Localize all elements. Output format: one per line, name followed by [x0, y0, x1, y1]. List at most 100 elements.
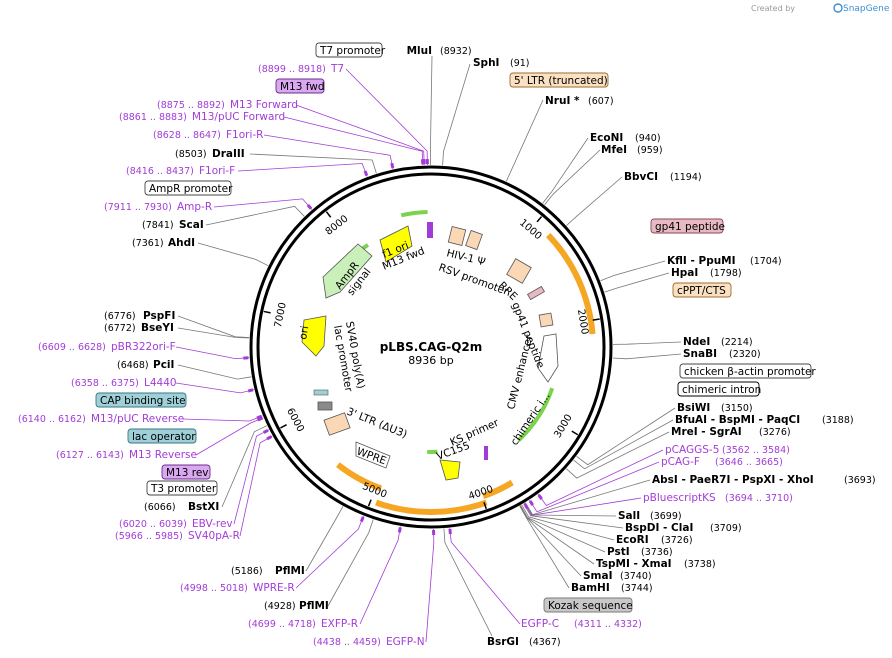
primer-coord: (4311 .. 4332): [574, 619, 642, 630]
enzyme-coord: (8503): [175, 149, 207, 160]
primer-f1ori-r[interactable]: (8628 .. 8647)F1ori-R: [153, 129, 263, 141]
box-kozak-sequence[interactable]: Kozak sequence: [543, 597, 633, 613]
tick-label: 7000: [273, 302, 289, 329]
primer-m13-puc-reverse[interactable]: (6140 .. 6162)M13/pUC Reverse: [18, 413, 184, 425]
primer-coord: (4998 .. 5018): [180, 583, 248, 594]
box-label: T3 promoter: [150, 483, 217, 495]
primer-name: pCAG-F: [661, 456, 700, 468]
map-name: pLBS.CAG-Q2m: [380, 340, 483, 354]
enzyme-bstxi[interactable]: (6066)BstXI: [144, 501, 219, 513]
enzyme-coord: (3699): [650, 511, 682, 522]
primer-coord: (5966 .. 5985): [115, 531, 183, 542]
green-arc-3: [516, 387, 555, 443]
leader-line: [249, 153, 377, 174]
tick-mark: [483, 501, 487, 510]
enzyme-kfli[interactable]: KflI - PpuMI(1704): [667, 255, 782, 267]
enzyme-pcii[interactable]: (6468)PciI: [117, 359, 174, 371]
enzyme-bsrgi[interactable]: BsrGI(4367): [487, 636, 561, 648]
leader-line: [239, 435, 273, 537]
enzyme-bamhi[interactable]: BamHI(3744): [571, 582, 653, 594]
enzyme-bsiwi[interactable]: BsiWI(3150): [677, 402, 753, 414]
box-ampr-promoter[interactable]: AmpR promoter: [144, 180, 233, 196]
enzyme-nrui[interactable]: NruI *(607): [545, 95, 614, 107]
box-frame: [161, 464, 211, 480]
enzyme-bbvci[interactable]: BbvCI(1194): [624, 171, 702, 183]
enzyme-econi[interactable]: EcoNI(940): [590, 132, 661, 144]
tick-label: 2000: [575, 308, 590, 335]
primer-f1ori-f[interactable]: (8416 .. 8437)F1ori-F: [126, 165, 235, 177]
enzyme-hpai[interactable]: HpaI(1798): [671, 267, 742, 279]
box-5-ltr[interactable]: 5' LTR (truncated): [509, 72, 609, 88]
box-label: cPPT/CTS: [677, 285, 726, 297]
enzyme-coord: (91): [510, 58, 530, 69]
primer-egfp-n[interactable]: (4438 .. 4459)EGFP-N: [313, 636, 425, 648]
enzyme-bfuai[interactable]: BfuAI - BspMI - PaqCI(3188): [675, 414, 854, 426]
enzyme-snabi[interactable]: SnaBI(2320): [683, 348, 761, 360]
enzyme-name: PflMI: [275, 565, 305, 577]
primer-pbluescriptks[interactable]: pBluescriptKS(3694 .. 3710): [643, 492, 793, 504]
primer-sv40pa-r[interactable]: (5966 .. 5985) SV40pA-R: [115, 530, 240, 542]
enzyme-coord: (3726): [661, 535, 693, 546]
primer-amp-r[interactable]: (7911 .. 7930)Amp-R: [104, 201, 212, 213]
enzyme-tspmi[interactable]: TspMI - XmaI(3738): [596, 558, 716, 570]
leader-line: [327, 519, 374, 607]
primer-name: Amp-R: [177, 201, 212, 213]
box-t7-promoter[interactable]: T7 promoter: [315, 42, 386, 58]
enzyme-sali[interactable]: SalI(3699): [618, 510, 682, 522]
leader-line: [177, 327, 250, 339]
box-t3-promoter[interactable]: T3 promoter: [146, 480, 218, 496]
primer-pcag-f[interactable]: pCAG-F (3646 .. 3665): [661, 456, 783, 468]
primer-coord: (8628 .. 8647): [153, 130, 221, 141]
primer-pcaggs-5[interactable]: pCAGGS-5(3562 .. 3584): [665, 444, 790, 456]
primer-site-mark: [537, 494, 543, 500]
enzyme-mfei[interactable]: MfeI(959): [601, 144, 663, 156]
primer-exfp-r[interactable]: (4699 .. 4718)EXFP-R: [248, 618, 358, 630]
enzyme-coord: (959): [637, 145, 663, 156]
enzyme-smai[interactable]: SmaI(3740): [583, 570, 652, 582]
enzyme-scai[interactable]: (7841)ScaI: [142, 219, 204, 231]
leader-line: [573, 419, 674, 470]
primer-coord: (3646 .. 3665): [715, 457, 783, 468]
box-gp41-peptide[interactable]: gp41 peptide: [650, 218, 725, 234]
box-chicken-actin-promoter[interactable]: chicken β-actin promoter: [679, 363, 816, 379]
primer-ebv-rev[interactable]: (6020 .. 6039)EBV-rev: [119, 518, 233, 530]
enzyme-pspfi[interactable]: (6776)PspFI: [104, 310, 175, 322]
enzyme-bseyi[interactable]: (6772)BseYI: [104, 322, 174, 334]
enzyme-pflmi[interactable]: (5186)PflMI: [231, 565, 305, 577]
primer-t7[interactable]: (8899 .. 8918)T7: [258, 63, 344, 75]
enzyme-mlui[interactable]: MluI(8932): [407, 45, 472, 57]
map-size: 8936 bp: [408, 354, 453, 367]
primer-coord: (4699 .. 4718): [248, 619, 316, 630]
primer-m13-forward[interactable]: (8875 .. 8892)M13 Forward: [157, 99, 298, 111]
box-lac-operator[interactable]: lac operator: [127, 428, 197, 444]
box-m13-rev[interactable]: M13 rev: [161, 464, 211, 480]
primer-l4440[interactable]: (6358 .. 6375)L4440: [71, 377, 177, 389]
leader-line: [205, 205, 305, 226]
primer-name: pBluescriptKS: [643, 492, 716, 504]
box-cap-binding-site[interactable]: CAP binding site: [95, 392, 187, 408]
box-m13-fwd[interactable]: M13 fwd: [275, 78, 325, 94]
tick-mark: [280, 424, 287, 429]
primer-coord: (8875 .. 8892): [157, 100, 225, 111]
wpre-arrow: [355, 441, 391, 469]
primer-pbr322ori-f[interactable]: (6609 .. 6628)pBR322ori-F: [38, 341, 176, 353]
enzyme-bspdi[interactable]: BspDI - ClaI(3709): [625, 522, 742, 534]
enzyme-psti[interactable]: PstI(3736): [607, 546, 673, 558]
primer-m13-puc-forward[interactable]: (8861 .. 8883)M13/pUC Forward: [119, 111, 285, 123]
primer-m13-reverse[interactable]: (6127 .. 6143)M13 Reverse: [56, 449, 197, 461]
box-chimeric-intron[interactable]: chimeric intron: [677, 381, 761, 397]
enzyme-mrei[interactable]: MreI - SgrAI(3276): [671, 426, 791, 438]
rsv-promoter-box: [465, 229, 483, 251]
primer-wpre-r[interactable]: (4998 .. 5018)WPRE-R: [180, 582, 295, 594]
primer-egfp-c[interactable]: EGFP-C(4311 .. 4332): [521, 618, 642, 630]
enzyme-absi[interactable]: AbsI - PaeR7I - PspXI - XhoI(3693): [652, 474, 876, 486]
enzyme-spei[interactable]: (4928)PflMI: [264, 600, 329, 612]
box-cppt-cts[interactable]: cPPT/CTS: [672, 282, 732, 298]
enzyme-ndei[interactable]: NdeI(2214): [683, 336, 753, 348]
enzyme-ecori[interactable]: EcoRI(3726): [616, 534, 693, 546]
enzyme-sphi[interactable]: SphI(91): [473, 57, 530, 69]
primer-name: SV40pA-R: [188, 530, 240, 542]
ori-arrow: [301, 315, 327, 357]
enzyme-draiii[interactable]: (8503)DraIII: [175, 148, 245, 160]
enzyme-ahdi[interactable]: (7361)AhdI: [132, 237, 195, 249]
